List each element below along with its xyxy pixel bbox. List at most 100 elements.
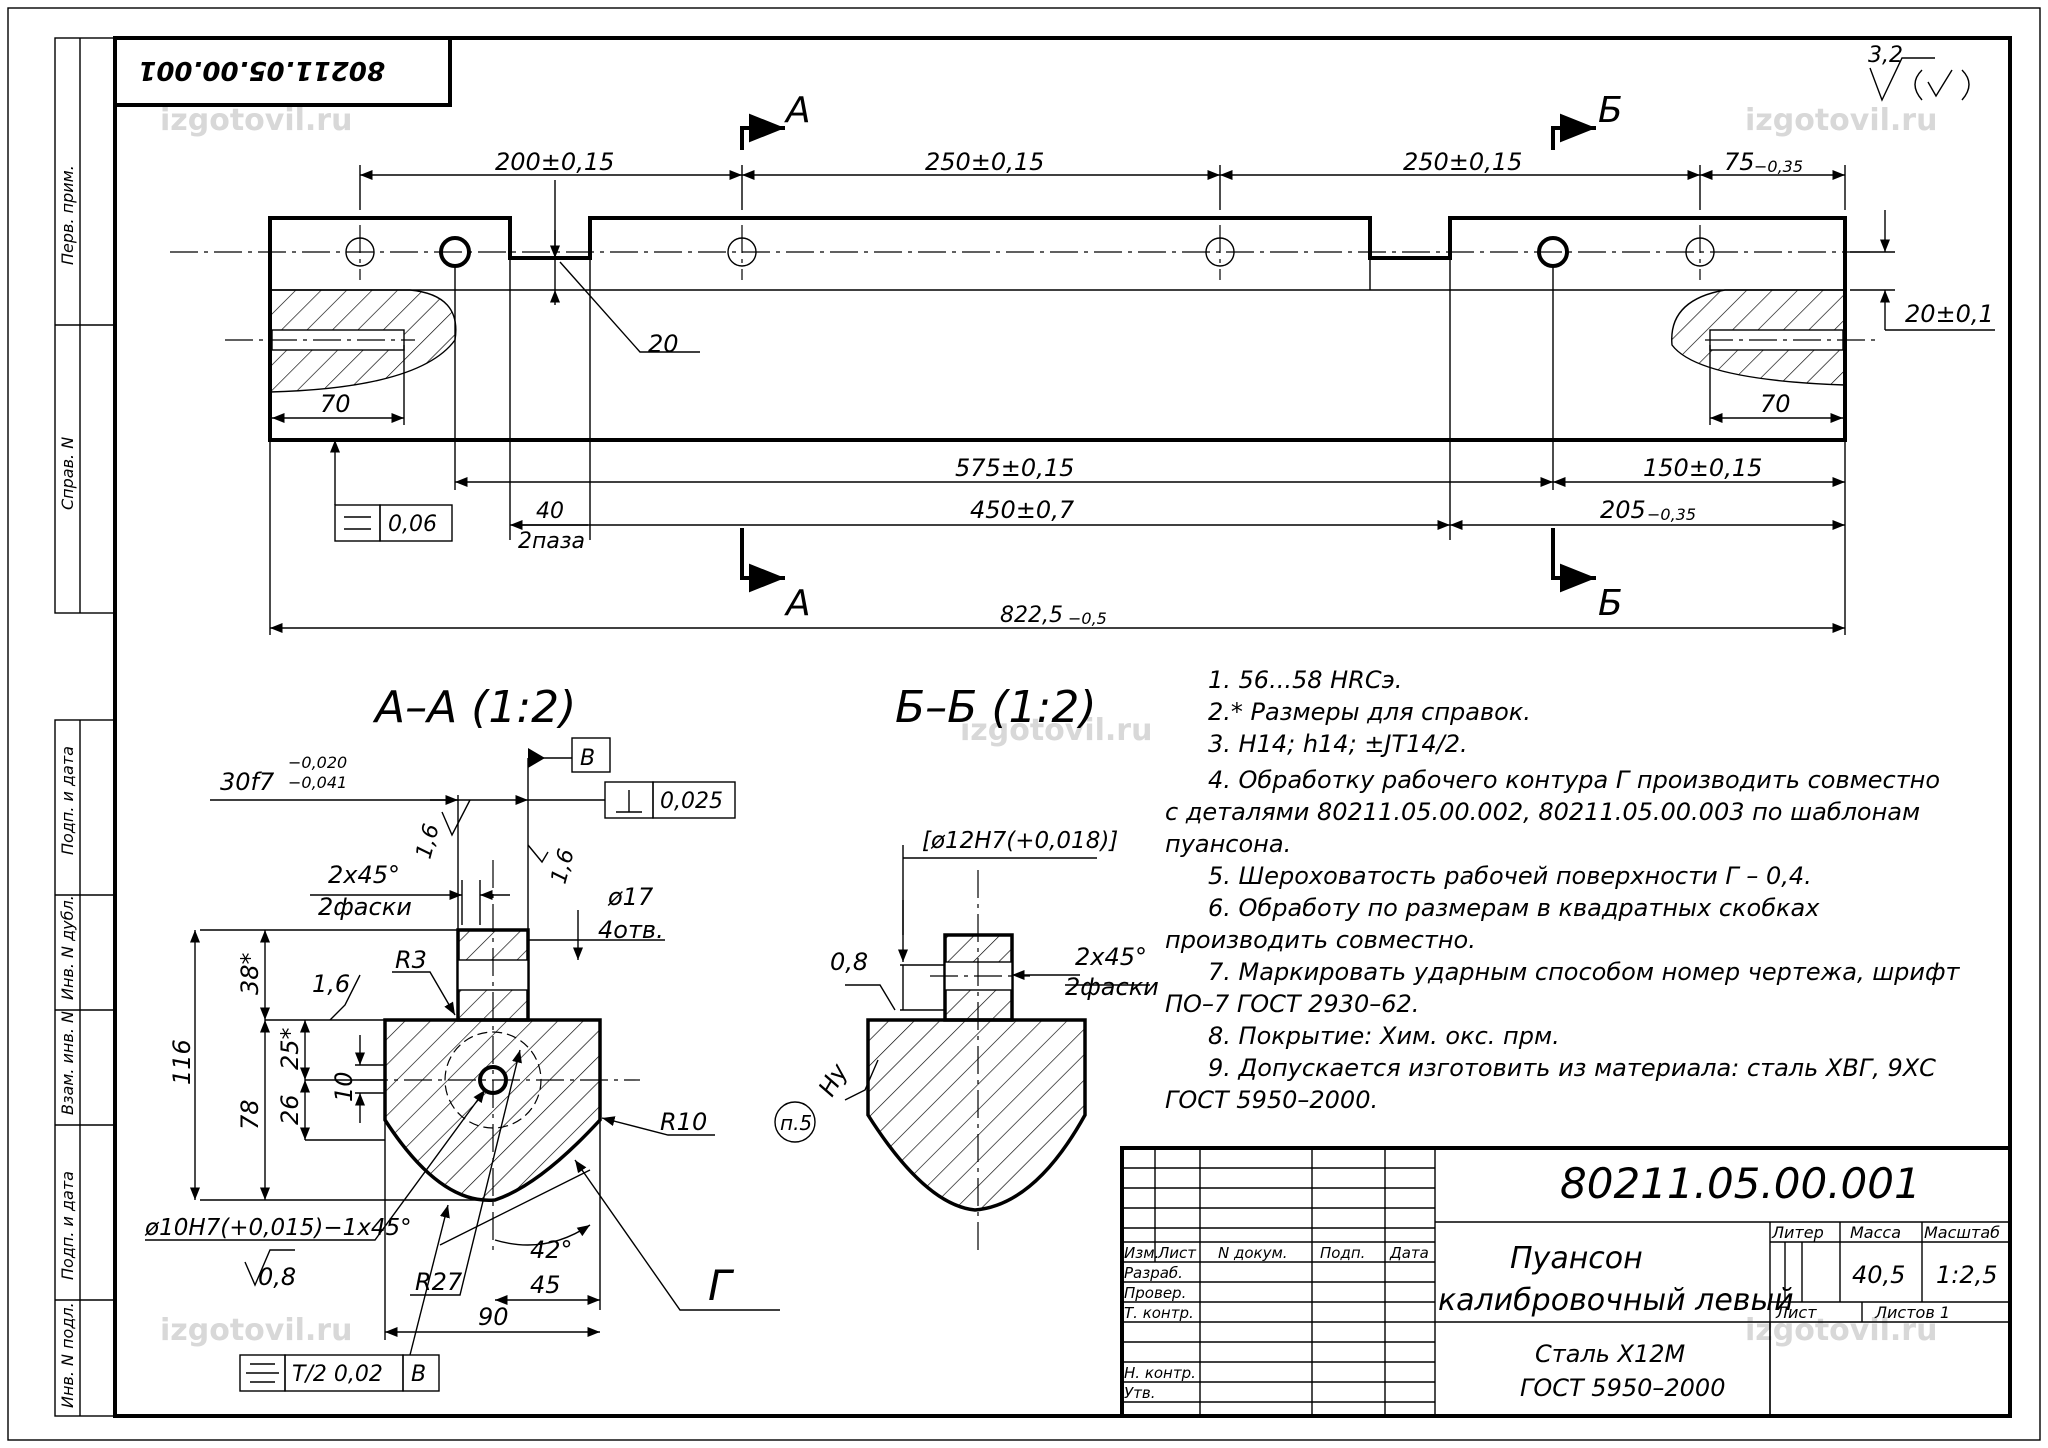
massa-value: 40,5: [1852, 1261, 1905, 1289]
dim-75-tolerance: −0,35: [1754, 157, 1803, 176]
title-name-line1: Пуансон: [1510, 1241, 1643, 1276]
section-a-label-top: А: [784, 90, 811, 131]
roughness-0-8-bb: 0,8: [830, 948, 868, 976]
roughness-1-6-a: 1,6: [412, 821, 445, 861]
col-ndok: N докум.: [1218, 1244, 1288, 1262]
col-list: Лист: [1157, 1244, 1197, 1262]
strip-label-podp-data-2: Подп. и дата: [58, 1171, 77, 1280]
thread-depth-dimensions: 70 70: [272, 345, 1843, 425]
dim-116: 116: [168, 1039, 196, 1085]
general-roughness: 3,2: [1868, 43, 1970, 102]
radius-r27: R27: [415, 1268, 463, 1296]
perpendicularity-value: 0,025: [660, 789, 723, 814]
chamfer-count-aa: 2фаски: [318, 893, 412, 921]
symmetry-value: T/2 0,02: [292, 1362, 383, 1387]
dim-20-leader: 20: [648, 330, 679, 358]
roughness-value: 3,2: [1868, 43, 1903, 68]
hole-dia-17: ø17: [607, 883, 654, 911]
strip-label-perv-prim: Перв. прим.: [58, 165, 77, 265]
dim-575: 575±0,15: [955, 454, 1074, 482]
strip-label-sprav-n: Справ. N: [58, 437, 77, 510]
list-label: Лист: [1775, 1303, 1817, 1322]
dim-205-tolerance: −0,35: [1647, 505, 1696, 524]
note-line-7: 5. Шероховатость рабочей поверхности Г –…: [1208, 862, 1812, 890]
listov-label: Листов 1: [1874, 1303, 1950, 1322]
note-line-10: 7. Маркировать ударным способом номер че…: [1208, 958, 1961, 986]
dim-78: 78: [236, 1099, 264, 1130]
bore-10h7: ø10H7(+0,015)−1x45°: [144, 1215, 412, 1241]
angle-42: 42°: [530, 1236, 573, 1264]
side-strip: Перв. прим. Справ. N Подп. и дата Инв. N…: [54, 37, 116, 1417]
row-tkontr: Т. контр.: [1124, 1304, 1194, 1322]
row-razrab: Разраб.: [1124, 1264, 1183, 1282]
strip-label-inv-podl: Инв. N подл.: [58, 1302, 77, 1408]
section-bb: Б–Б (1:2) [ø12H7(+0,018)] 0,8 2x45° 2фас…: [774, 682, 1159, 1250]
dim-75: 75: [1724, 148, 1755, 176]
title-name-line2: калибровочный левый: [1438, 1283, 1794, 1318]
section-aa: А–А (1:2) В 30f7 −0,020 −0,041 0,025: [144, 682, 780, 1392]
section-b-label-bottom: Б: [1598, 583, 1623, 624]
roughness-1-6-b: 1,6: [547, 846, 580, 886]
note-line-3: 3. H14; h14; ±JT14/2.: [1208, 730, 1468, 758]
bore-roughness: 0,8: [258, 1263, 296, 1291]
section-cut-b: Б Б: [1551, 90, 1623, 624]
dim-822-tolerance: −0,5: [1068, 609, 1107, 628]
section-a-label-bottom: А: [784, 583, 811, 624]
chamfer-count-bb: 2фаски: [1065, 973, 1159, 1001]
hole-count-4: 4отв.: [598, 916, 664, 944]
col-podp: Подп.: [1320, 1244, 1365, 1262]
dim-2-paza: 2паза: [518, 529, 585, 554]
flatness-callout: 0,06: [329, 440, 453, 542]
note-line-8: 6. Обработу по размерам в квадратных ско…: [1208, 894, 1820, 922]
note-line-5: с деталями 80211.05.00.002, 80211.05.00.…: [1165, 798, 1920, 826]
dim-90: 90: [478, 1303, 509, 1331]
title-designation: 80211.05.00.001: [1560, 1159, 1921, 1208]
watermark: izgotovil.ru: [160, 103, 352, 138]
dim-822: 822,5: [1000, 603, 1063, 628]
row-nkontr: Н. контр.: [1124, 1364, 1196, 1382]
note-line-4: 4. Обработку рабочего контура Г производ…: [1208, 766, 1940, 794]
strip-label-inv-dubl: Инв. N дубл.: [58, 895, 77, 1000]
roughness-1-6-c: 1,6: [312, 970, 350, 998]
fit-30f7-upper: −0,020: [288, 753, 347, 772]
dim-450: 450±0,7: [970, 496, 1075, 524]
dim-45: 45: [530, 1271, 561, 1299]
main-view: А А Б Б: [170, 90, 1995, 635]
section-bb-title: Б–Б (1:2): [895, 682, 1097, 733]
fit-30f7-lower: −0,041: [288, 773, 347, 792]
technical-notes: 1. 56...58 HRCэ. 2.* Размеры для справок…: [1165, 666, 1961, 1114]
top-dimensions: 200±0,15 250±0,15 250±0,15 75 −0,35: [359, 148, 1846, 210]
chamfer-bb: 2x45°: [1075, 943, 1147, 971]
note-line-2: 2.* Размеры для справок.: [1208, 698, 1531, 726]
hdr-masshtab: Масштаб: [1924, 1223, 2000, 1242]
col-izm: Изм.: [1124, 1244, 1159, 1262]
watermark: izgotovil.ru: [1745, 1313, 1937, 1348]
dim-150: 150±0,15: [1643, 454, 1762, 482]
note-line-1: 1. 56...58 HRCэ.: [1208, 666, 1402, 694]
dim-250-second: 250±0,15: [1403, 148, 1522, 176]
bore-12h7: [ø12H7(+0,018)]: [922, 828, 1118, 854]
strip-label-vzam-inv: Взам. инв. N: [58, 1011, 77, 1115]
dim-70-right: 70: [1760, 390, 1791, 418]
part-outline: [268, 216, 1847, 442]
dim-10: 10: [330, 1071, 358, 1102]
watermark-group: izgotovil.ru izgotovil.ru izgotovil.ru i…: [160, 103, 1937, 1348]
datum-b: В: [580, 746, 595, 771]
radius-r3: R3: [395, 946, 427, 974]
strip-label-podp-data-1: Подп. и дата: [58, 746, 77, 855]
masshtab-value: 1:2,5: [1936, 1261, 1998, 1289]
note-line-11: ПО–7 ГОСТ 2930–62.: [1165, 990, 1419, 1018]
dim-205: 205: [1600, 496, 1646, 524]
section-cut-a: А А: [740, 90, 811, 624]
col-data: Дата: [1389, 1244, 1429, 1262]
note-line-9: производить совместно.: [1165, 926, 1476, 954]
dim-20-01: 20±0,1: [1905, 300, 1994, 328]
title-material-line1: Сталь Х12М: [1535, 1340, 1686, 1368]
watermark: izgotovil.ru: [160, 1313, 352, 1348]
number-stamp: 80211.05.00.001: [115, 36, 452, 107]
dim-70-left: 70: [320, 390, 351, 418]
dim-25: 25*: [276, 1027, 304, 1070]
hdr-liter: Литер: [1771, 1223, 1824, 1242]
watermark: izgotovil.ru: [1745, 103, 1937, 138]
